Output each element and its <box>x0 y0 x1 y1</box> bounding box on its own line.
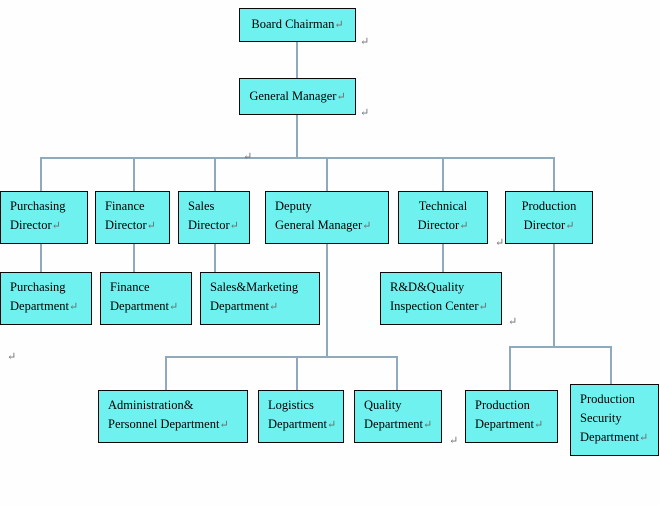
stray-paragraph-mark-icon: ↵ <box>508 316 518 328</box>
connector-technical-director-to-rd-center <box>442 243 444 272</box>
node-finance-department[interactable]: Finance Department↵ <box>100 272 192 325</box>
stray-paragraph-mark-icon: ↵ <box>243 151 253 163</box>
node-technical-director[interactable]: Technical Director↵ <box>398 191 488 244</box>
node-deputy-general-manager[interactable]: Deputy General Manager↵ <box>265 191 389 244</box>
node-purchasing-department-label: Purchasing Department <box>10 280 70 313</box>
node-production-department-label: Production Department <box>475 398 535 431</box>
connector-bus-to-purchasing-director <box>40 157 42 191</box>
node-rd-quality-inspection-center-label: R&D&Quality Inspection Center <box>390 280 479 313</box>
stray-paragraph-mark-icon: ↵ <box>360 107 370 119</box>
paragraph-mark-icon: ↵ <box>219 419 229 431</box>
node-general-manager[interactable]: General Manager↵ <box>239 78 356 115</box>
connector-lower-left-bus <box>165 356 397 358</box>
stray-paragraph-mark-icon: ↵ <box>360 36 370 48</box>
paragraph-mark-icon: ↵ <box>565 220 575 232</box>
paragraph-mark-icon: ↵ <box>639 432 649 444</box>
connector-bus-to-sales-director <box>214 157 216 191</box>
connector-bus-to-technical-director <box>442 157 444 191</box>
connector-bus-to-quality-department <box>396 356 398 390</box>
connector-bus-to-production-department <box>509 346 511 390</box>
node-general-manager-label: General Manager <box>249 89 337 103</box>
paragraph-mark-icon: ↵ <box>327 419 337 431</box>
paragraph-mark-icon: ↵ <box>169 301 179 313</box>
node-technical-director-label: Technical Director <box>417 199 468 232</box>
connector-sales-director-to-department <box>214 243 216 272</box>
paragraph-mark-icon: ↵ <box>534 419 544 431</box>
connector-main-bus <box>40 157 554 159</box>
paragraph-mark-icon: ↵ <box>478 301 488 313</box>
node-sales-marketing-department[interactable]: Sales&Marketing Department↵ <box>200 272 320 325</box>
node-sales-marketing-department-label: Sales&Marketing Department <box>210 280 299 313</box>
node-sales-director-label: Sales Director <box>188 199 230 232</box>
connector-bus-to-finance-director <box>133 157 135 191</box>
connector-finance-director-to-department <box>133 243 135 272</box>
node-board-chairman-label: Board Chairman <box>251 17 335 31</box>
node-sales-director[interactable]: Sales Director↵ <box>178 191 250 244</box>
node-finance-director-label: Finance Director <box>105 199 147 232</box>
node-production-security-department[interactable]: Production Security Department↵ <box>570 384 659 456</box>
connector-bus-to-logistics-department <box>296 356 298 390</box>
paragraph-mark-icon: ↵ <box>336 91 346 103</box>
stray-paragraph-mark-icon: ↵ <box>449 435 459 447</box>
node-purchasing-director-label: Purchasing Director <box>10 199 66 232</box>
connector-chairman-to-gm <box>296 41 298 78</box>
paragraph-mark-icon: ↵ <box>459 220 469 232</box>
connector-purchasing-director-to-department <box>40 243 42 272</box>
node-purchasing-department[interactable]: Purchasing Department↵ <box>0 272 92 325</box>
connector-bus-to-production-security-department <box>610 346 612 384</box>
stray-paragraph-mark-icon: ↵ <box>7 351 17 363</box>
node-production-director[interactable]: Production Director↵ <box>505 191 593 244</box>
connector-production-director-to-lower-bus <box>553 243 555 347</box>
paragraph-mark-icon: ↵ <box>423 419 433 431</box>
node-finance-department-label: Finance Department <box>110 280 170 313</box>
node-quality-department-label: Quality Department <box>364 398 424 431</box>
paragraph-mark-icon: ↵ <box>69 301 79 313</box>
paragraph-mark-icon: ↵ <box>146 220 156 232</box>
stray-paragraph-mark-icon: ↵ <box>495 237 505 249</box>
paragraph-mark-icon: ↵ <box>229 220 239 232</box>
node-deputy-general-manager-label: Deputy General Manager <box>275 199 363 232</box>
connector-bus-to-deputy-gm <box>326 157 328 191</box>
connector-gm-to-bus <box>296 114 298 158</box>
node-production-director-label: Production Director <box>521 199 577 232</box>
paragraph-mark-icon: ↵ <box>269 301 279 313</box>
node-finance-director[interactable]: Finance Director↵ <box>95 191 170 244</box>
node-production-security-department-label: Production Security Department <box>580 392 640 444</box>
connector-bus-to-production-director <box>553 157 555 191</box>
node-logistics-department-label: Logistics Department <box>268 398 328 431</box>
paragraph-mark-icon: ↵ <box>51 220 61 232</box>
node-purchasing-director[interactable]: Purchasing Director↵ <box>0 191 88 244</box>
node-administration-personnel-department[interactable]: Administration& Personnel Department↵ <box>98 390 248 443</box>
node-quality-department[interactable]: Quality Department↵ <box>354 390 442 443</box>
connector-lower-right-bus <box>509 346 612 348</box>
node-administration-personnel-department-label: Administration& Personnel Department <box>108 398 220 431</box>
node-logistics-department[interactable]: Logistics Department↵ <box>258 390 344 443</box>
connector-bus-to-administration-department <box>165 356 167 390</box>
node-production-department[interactable]: Production Department↵ <box>465 390 558 443</box>
node-rd-quality-inspection-center[interactable]: R&D&Quality Inspection Center↵ <box>380 272 502 325</box>
paragraph-mark-icon: ↵ <box>334 19 344 31</box>
node-board-chairman[interactable]: Board Chairman↵ <box>239 8 356 42</box>
paragraph-mark-icon: ↵ <box>362 220 372 232</box>
connector-deputy-gm-to-lower-bus <box>326 243 328 357</box>
